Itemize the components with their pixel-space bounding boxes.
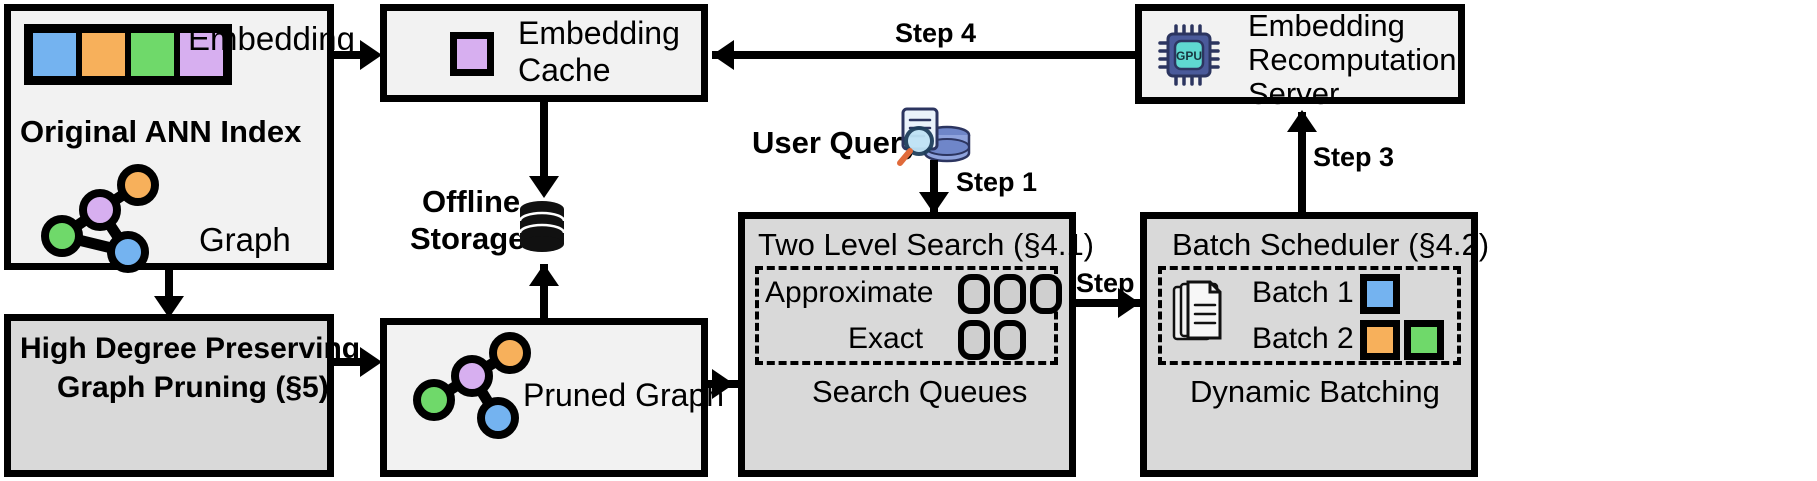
pruned-node-orange: [489, 332, 531, 374]
embedding-cache-label-line2: Cache: [518, 52, 611, 88]
recomputation-server-line2: Recomputation: [1248, 42, 1457, 77]
graph-node-blue: [107, 231, 149, 273]
arrow-index-to-pruning: [154, 296, 184, 318]
batch-2-chip-green: [1404, 320, 1444, 360]
arrow-step4: [712, 40, 734, 70]
arrow-index-to-cache: [360, 40, 382, 70]
arrow-prunedgraph-to-search: [712, 369, 734, 399]
recomputation-server-line1: Embedding: [1248, 8, 1405, 43]
batch-scheduler-title: Batch Scheduler (§4.2): [1172, 227, 1490, 262]
arrow-step3: [1287, 110, 1317, 132]
embedding-cell-orange: [79, 30, 128, 79]
pruned-node-blue: [477, 397, 519, 439]
pruned-graph-label: Pruned Graph: [523, 377, 725, 413]
graph-node-orange: [117, 164, 159, 206]
dynamic-batching-footer: Dynamic Batching: [1190, 374, 1440, 409]
connector-step1: [930, 160, 938, 216]
graph-pruning-line1: High Degree Preserving: [20, 332, 361, 365]
approximate-row-label: Approximate: [765, 276, 934, 309]
dynamic-batching-dashed-region: [1158, 266, 1461, 365]
embedding-strip: [24, 24, 232, 85]
two-level-search-title: Two Level Search (§4.1): [758, 227, 1095, 262]
offline-storage-line1: Offline: [422, 184, 521, 219]
embedding-cache-label-line1: Embedding: [518, 15, 680, 51]
documents-icon: [1172, 280, 1222, 341]
embedding-cell-green: [128, 30, 177, 79]
connector-index-to-cache: [334, 51, 368, 59]
exact-slot-2[interactable]: [994, 320, 1026, 360]
connector-step4: [712, 51, 1135, 59]
original-ann-index-title: Original ANN Index: [20, 114, 302, 149]
exact-row-label: Exact: [848, 322, 924, 355]
connector-pruning-to-prunedgraph: [334, 358, 374, 366]
approximate-slot-3[interactable]: [1030, 274, 1062, 314]
user-query-label: User Query: [752, 125, 920, 160]
connector-index-to-pruning: [165, 270, 173, 312]
embedding-cache-box: [380, 4, 708, 102]
graph-node-green: [41, 215, 83, 257]
pruned-node-green: [413, 379, 455, 421]
approximate-slot-2[interactable]: [994, 274, 1026, 314]
embedding-cell-blue: [30, 30, 79, 79]
database-icon: [518, 201, 566, 252]
offline-storage-line2: Storage: [410, 221, 526, 256]
batch-2-chip-orange: [1360, 320, 1400, 360]
graph-pruning-box: [4, 314, 334, 477]
gpu-chip-icon: GPU: [1158, 24, 1220, 86]
step4-label: Step 4: [895, 18, 977, 48]
arrow-cache-to-storage: [529, 176, 559, 198]
arrow-pruning-to-prunedgraph: [360, 347, 382, 377]
graph-pruning-line2: Graph Pruning (§5): [57, 371, 329, 404]
embedding-label: Embedding: [188, 20, 355, 57]
recomputation-server-line3: Server: [1248, 76, 1340, 111]
connector-step2: [1076, 299, 1152, 307]
svg-text:GPU: GPU: [1176, 49, 1202, 63]
connector-step3: [1298, 112, 1306, 212]
arrow-prunedgraph-to-storage: [529, 264, 559, 286]
query-search-database-icon: [897, 107, 971, 166]
graph-node-purple: [79, 189, 121, 231]
search-queues-dashed-region: [755, 266, 1058, 365]
pruned-graph-box: [380, 318, 708, 477]
pruned-node-purple: [451, 355, 493, 397]
search-queues-footer: Search Queues: [812, 374, 1028, 409]
embedding-cache-swatch: [450, 32, 494, 76]
approximate-slot-1[interactable]: [958, 274, 990, 314]
pruned-graph-visual: [413, 332, 531, 439]
batch-1-label: Batch 1: [1252, 276, 1354, 309]
step1-label: Step 1: [956, 167, 1038, 197]
embedding-cell-purple: [177, 30, 226, 79]
connector-cache-to-storage: [540, 102, 548, 190]
exact-slot-1[interactable]: [958, 320, 990, 360]
arrow-step1: [919, 192, 949, 214]
batch-1-chip-blue: [1360, 274, 1400, 314]
graph-label: Graph: [199, 221, 291, 258]
ann-index-graph: [41, 164, 159, 273]
step3-label: Step 3: [1313, 142, 1395, 172]
batch-2-label: Batch 2: [1252, 322, 1354, 355]
arrow-step2: [1118, 288, 1140, 318]
connector-prunedgraph-to-storage: [540, 264, 548, 322]
